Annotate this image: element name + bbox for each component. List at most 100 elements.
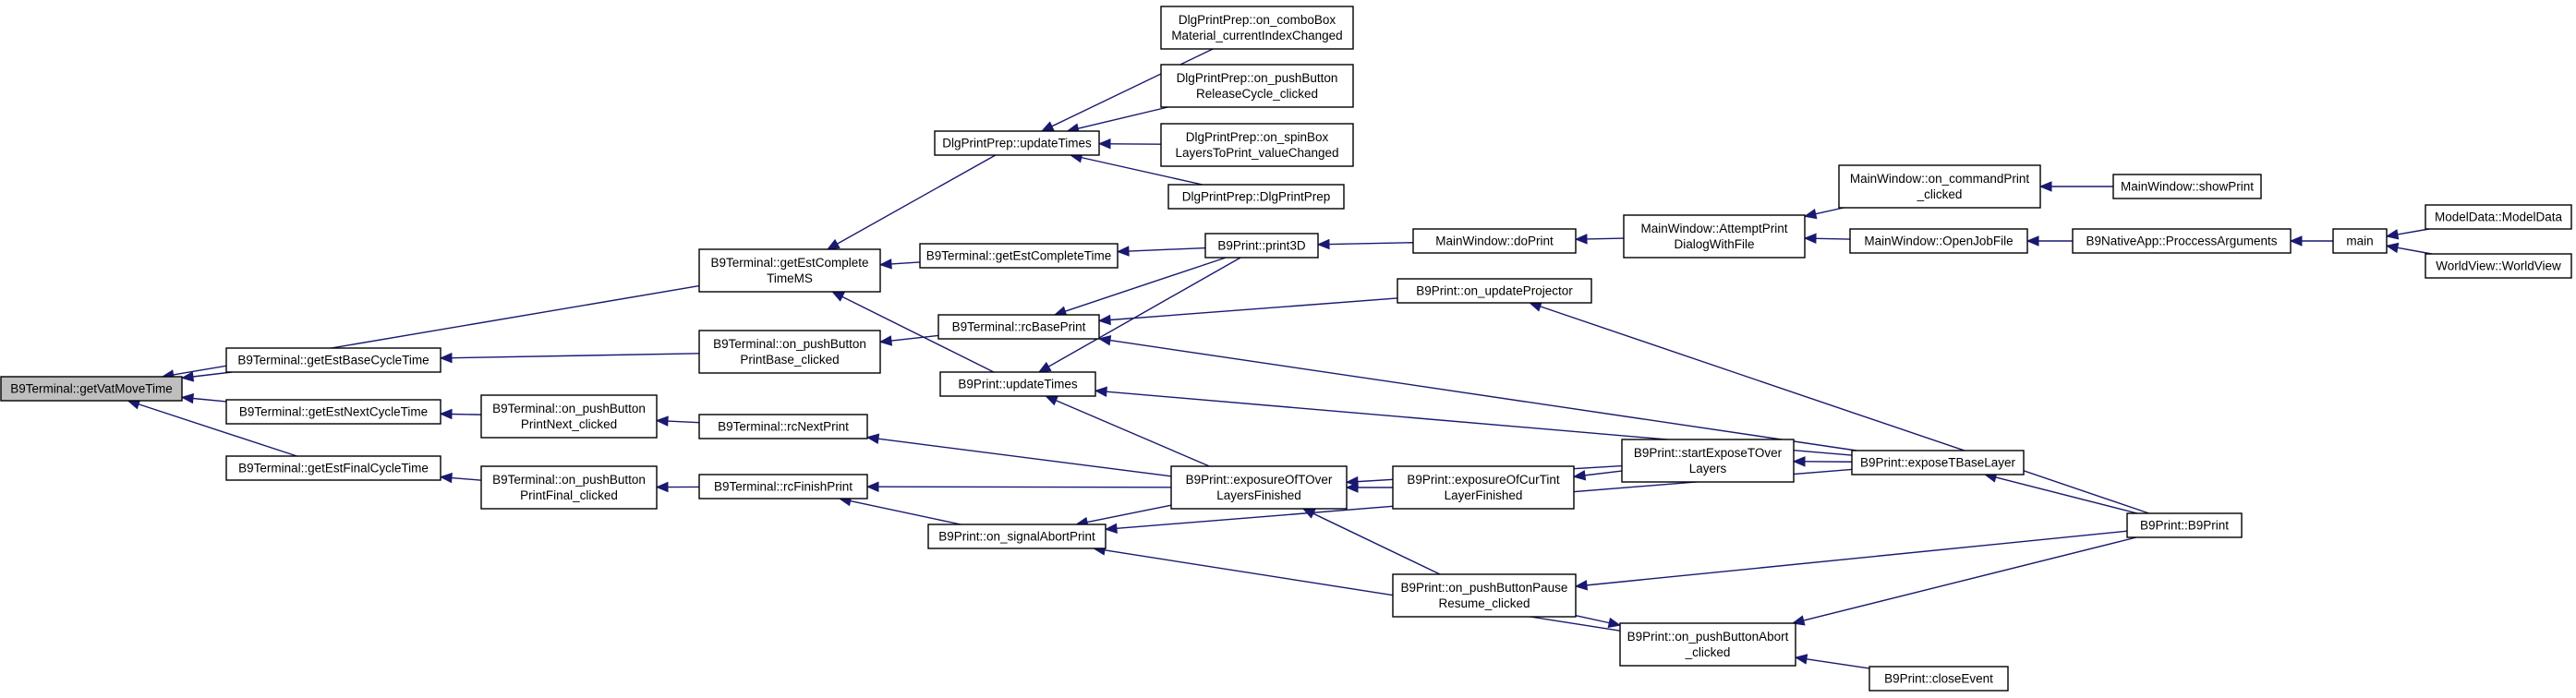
graph-node-openJobFile[interactable]: MainWindow::OpenJobFile [1849,228,2028,254]
graph-node-worldView[interactable]: WorldView::WorldView [2425,253,2572,279]
graph-node-print3D[interactable]: B9Print::print3D [1204,233,1319,259]
graph-node-showPrint[interactable]: MainWindow::showPrint [2112,174,2262,199]
node-box[interactable] [1170,465,1348,510]
edge-line [192,371,233,378]
node-box[interactable] [2425,204,2572,230]
graph-node-main[interactable]: main [2332,228,2388,254]
node-label: B9Terminal::on_pushButton [713,337,866,351]
node-box[interactable] [927,524,1107,549]
node-box[interactable] [1621,439,1795,483]
node-box[interactable] [937,314,1100,340]
node-box[interactable] [2332,228,2388,254]
edge-getEstBaseCycleTime-to-getVatMoveTime [180,371,233,382]
node-box[interactable] [1623,214,1806,259]
graph-node-pushButtonPause[interactable]: B9Print::on_pushButtonPauseResume_clicke… [1392,573,1577,618]
graph-node-onPushButtonPrintBase[interactable]: B9Terminal::on_pushButtonPrintBase_click… [698,330,881,374]
node-label: LayersFinished [1216,488,1301,502]
edge-exposureOfTOver-to-rcNextPrint [865,433,1172,477]
graph-node-onPushButtonPrintFinal[interactable]: B9Terminal::on_pushButtonPrintFinal_clic… [480,465,658,510]
graph-node-rcFinishPrint[interactable]: B9Terminal::rcFinishPrint [698,474,868,499]
node-label: B9Print::exposeTBaseLayer [1860,456,2016,470]
edge-line [1815,237,1851,240]
graph-node-spinBoxLayers[interactable]: DlgPrintPrep::on_spinBoxLayersToPrint_va… [1160,123,1354,167]
node-box[interactable] [2112,174,2262,199]
node-box[interactable] [1838,164,2041,209]
root-node-box[interactable] [0,376,183,402]
graph-node-doPrint[interactable]: MainWindow::doPrint [1412,228,1577,254]
node-label: B9Print::updateTimes [958,378,1078,391]
node-box[interactable] [1167,184,1345,210]
edge-line [1586,530,2128,586]
node-box[interactable] [225,399,441,425]
node-label: PrintNext_clicked [521,417,617,431]
node-box[interactable] [1869,666,2009,692]
graph-node-updateTimesPrep[interactable]: DlgPrintPrep::updateTimes [934,130,1100,156]
edge-exposeTBaseLayer-to-rcBasePrint [1097,334,1857,451]
node-box[interactable] [2425,253,2572,279]
node-box[interactable] [698,414,868,439]
graph-node-rcNextPrint[interactable]: B9Terminal::rcNextPrint [698,414,868,439]
edge-line [1109,339,1857,451]
graph-node-dlgPrintPrepCtor[interactable]: DlgPrintPrep::DlgPrintPrep [1167,184,1345,210]
node-box[interactable] [225,347,441,373]
node-box[interactable] [934,130,1100,156]
node-box[interactable] [1160,64,1354,108]
node-box[interactable] [225,455,441,481]
node-box[interactable] [698,330,881,374]
edge-line [451,353,700,359]
graph-node-exposeTBaseLayer[interactable]: B9Print::exposeTBaseLayer [1851,450,2025,475]
edge-onUpdateProjector-to-rcBasePrint [1097,297,1398,326]
node-label: PrintFinal_clicked [520,488,618,502]
node-box[interactable] [1160,123,1354,167]
edge-comboBoxMaterial-to-updateTimesPrep [1040,48,1214,132]
node-box[interactable] [1160,6,1354,50]
edge-attemptPrint-to-doPrint [1574,234,1625,245]
node-box[interactable] [939,371,1096,397]
graph-node-b9PrintCtor[interactable]: B9Print::B9Print [2126,512,2243,538]
graph-node-getEstCompleteTime[interactable]: B9Terminal::getEstCompleteTime [919,243,1119,269]
edge-line [667,420,700,424]
node-box[interactable] [1849,228,2028,254]
node-box[interactable] [1619,622,1796,667]
graph-node-onSignalAbortPrint[interactable]: B9Print::on_signalAbortPrint [927,524,1107,549]
node-box[interactable] [1397,278,1592,304]
node-box[interactable] [1392,465,1575,510]
node-box[interactable] [2126,512,2243,538]
node-box[interactable] [480,465,658,510]
graph-node-comboBoxMaterial[interactable]: DlgPrintPrep::on_comboBoxMaterial_curren… [1160,6,1354,50]
graph-node-updateTimesPrint[interactable]: B9Print::updateTimes [939,371,1096,397]
graph-node-closeEvent[interactable]: B9Print::closeEvent [1869,666,2009,692]
graph-node-onUpdateProjector[interactable]: B9Print::on_updateProjector [1397,278,1592,304]
graph-node-pushButtonAbort[interactable]: B9Print::on_pushButtonAbort_clicked [1619,622,1796,667]
graph-node-getEstBaseCycleTime[interactable]: B9Terminal::getEstBaseCycleTime [225,347,441,373]
edge-openJobFile-to-attemptPrint [1803,233,1851,245]
node-box[interactable] [2072,228,2292,254]
node-box[interactable] [919,243,1119,269]
node-box[interactable] [698,474,868,499]
node-label: B9Terminal::getEstComplete [710,256,868,270]
edge-line [2397,247,2432,255]
arrowhead-icon [2385,242,2400,254]
graph-node-onCommandPrint[interactable]: MainWindow::on_commandPrint_clicked [1838,164,2041,209]
graph-node-onPushButtonPrintNext[interactable]: B9Terminal::on_pushButtonPrintNext_click… [480,394,658,439]
node-box[interactable] [1412,228,1577,254]
graph-node-modelData[interactable]: ModelData::ModelData [2425,204,2572,230]
graph-node-pushButtonReleaseCycle[interactable]: DlgPrintPrep::on_pushButtonReleaseCycle_… [1160,64,1354,108]
node-box[interactable] [1851,450,2025,475]
graph-node-getVatMoveTime[interactable]: B9Terminal::getVatMoveTime [0,376,183,402]
node-box[interactable] [698,248,881,293]
node-box[interactable] [480,394,658,439]
graph-node-getEstNextCycleTime[interactable]: B9Terminal::getEstNextCycleTime [225,399,441,425]
node-label: B9Terminal::getEstBaseCycleTime [237,354,429,367]
node-box[interactable] [1204,233,1319,259]
graph-node-rcBasePrint[interactable]: B9Terminal::rcBasePrint [937,314,1100,340]
node-box[interactable] [1392,573,1577,618]
node-label: B9Print::print3D [1217,239,1306,253]
graph-node-processArgs[interactable]: B9NativeApp::ProccessArguments [2072,228,2292,254]
graph-node-getEstFinalCycleTime[interactable]: B9Terminal::getEstFinalCycleTime [225,455,441,481]
